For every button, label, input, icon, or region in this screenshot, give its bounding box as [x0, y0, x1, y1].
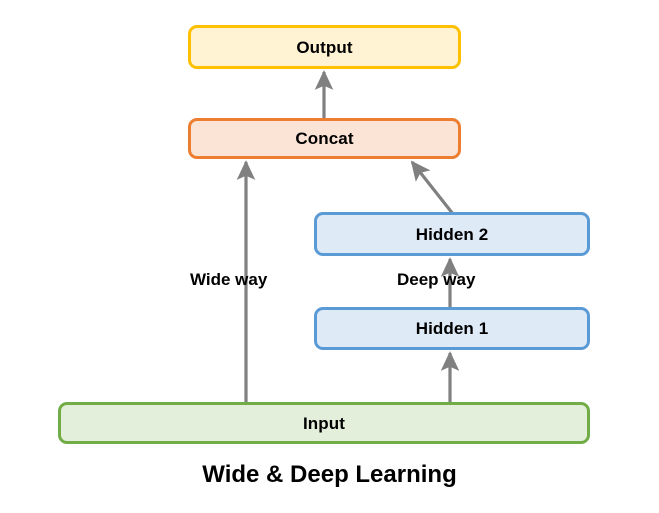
- node-hidden-1-label: Hidden 1: [415, 319, 489, 338]
- diagram-title: Wide & Deep Learning: [202, 461, 457, 488]
- node-hidden-1[interactable]: Hidden 1: [314, 307, 590, 350]
- node-hidden-2-label: Hidden 2: [415, 224, 489, 244]
- node-concat-label: Concat: [295, 129, 354, 148]
- node-concat[interactable]: Concat: [188, 118, 461, 159]
- node-hidden-2[interactable]: Hidden 2: [314, 212, 590, 256]
- node-input-label: Input: [302, 413, 346, 433]
- edge-label-wide-way: Wide way: [190, 270, 268, 289]
- node-output-label: Output: [296, 37, 353, 57]
- node-input[interactable]: Input: [58, 402, 590, 444]
- edge-label-deep-way: Deep way: [397, 270, 476, 289]
- edge-hidden2-to-concat: [410, 160, 455, 215]
- node-output[interactable]: Output: [188, 25, 461, 69]
